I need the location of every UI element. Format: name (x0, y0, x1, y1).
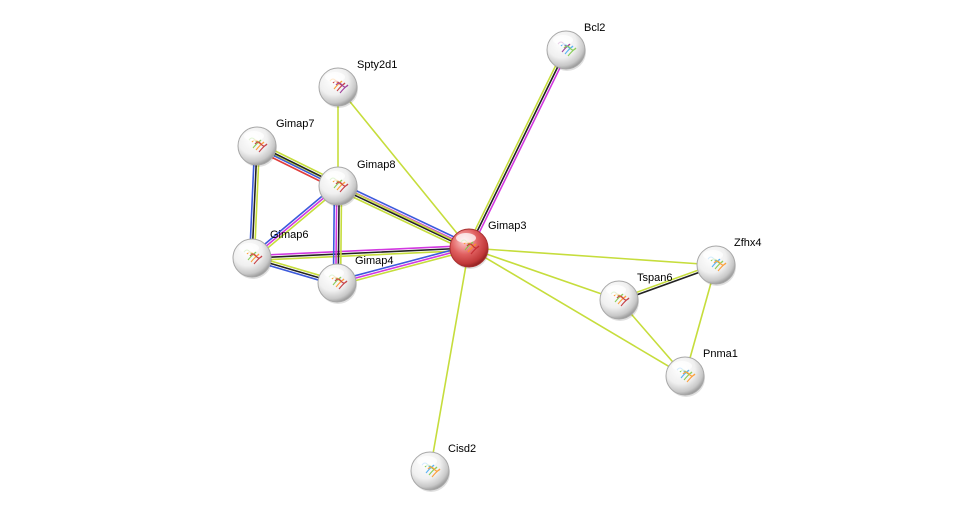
node-highlight (417, 456, 437, 466)
evidence-line-textmining (466, 48, 565, 248)
node-cisd2[interactable]: Cisd2 (410, 443, 476, 492)
node-highlight (325, 171, 345, 181)
evidence-line-experimental (470, 50, 569, 250)
node-label-gimap8: Gimap8 (357, 159, 396, 171)
evidence-line-coexpression (336, 186, 470, 250)
evidence-line-textmining (468, 247, 620, 301)
node-label-pnma1: Pnma1 (703, 348, 738, 360)
node-highlight (606, 285, 626, 295)
evidence-line-coexpression (468, 49, 567, 249)
edge-gimap3-cisd2[interactable] (429, 247, 470, 472)
nodes-layer: Gimap3 Bcl2Spty2d1Gimap7Gimap8Gimap6Gimap… (232, 22, 762, 492)
edge-gimap3-bcl2[interactable] (466, 48, 569, 250)
edge-gimap3-tspan6[interactable] (468, 247, 620, 301)
evidence-line-database (338, 181, 472, 246)
node-pnma1[interactable]: Pnma1 (665, 348, 738, 397)
node-label-spty2d1: Spty2d1 (357, 59, 397, 71)
edge-gimap3-gimap4[interactable] (335, 244, 471, 287)
node-label-tspan6: Tspan6 (637, 272, 672, 284)
node-highlight (239, 243, 259, 253)
evidence-line-textmining (337, 86, 470, 249)
evidence-line-textmining (335, 188, 469, 253)
node-label-gimap3: Gimap3 (488, 220, 527, 232)
node-spty2d1[interactable]: Spty2d1 (318, 59, 397, 108)
evidence-line-textmining (251, 249, 470, 262)
node-label-gimap6: Gimap6 (270, 229, 309, 241)
node-highlight (325, 72, 345, 82)
evidence-line-database (335, 244, 470, 282)
node-gimap6[interactable]: Gimap6 (232, 229, 309, 279)
node-highlight (672, 361, 692, 371)
edge-gimap3-zfhx4[interactable] (468, 247, 717, 266)
evidence-line-textmining (336, 249, 471, 287)
edge-gimap3-spty2d1[interactable] (337, 86, 470, 249)
evidence-line-experimental (251, 244, 470, 257)
evidence-line-textmining (468, 247, 686, 377)
node-label-gimap7: Gimap7 (276, 118, 315, 130)
node-bcl2[interactable]: Bcl2 (546, 22, 605, 71)
node-highlight (456, 233, 476, 243)
node-gimap4[interactable]: Gimap4 (317, 255, 394, 304)
node-label-cisd2: Cisd2 (448, 443, 476, 455)
evidence-line-coexpression (251, 247, 470, 259)
evidence-line-textmining (429, 247, 470, 472)
node-label-bcl2: Bcl2 (584, 22, 605, 34)
node-highlight (324, 268, 344, 278)
node-highlight (703, 250, 723, 260)
node-highlight (553, 35, 573, 45)
edge-gimap3-pnma1[interactable] (468, 247, 686, 377)
node-highlight (244, 131, 264, 141)
node-tspan6[interactable]: Tspan6 (599, 272, 672, 321)
node-gimap3[interactable]: Gimap3 (449, 220, 527, 269)
edge-gimap3-gimap6[interactable] (251, 244, 470, 262)
evidence-line-textmining (468, 247, 717, 266)
node-label-zfhx4: Zfhx4 (734, 237, 762, 249)
node-zfhx4[interactable]: Zfhx4 (696, 237, 762, 286)
node-gimap8[interactable]: Gimap8 (318, 159, 396, 207)
node-gimap7[interactable]: Gimap7 (237, 118, 315, 167)
node-label-gimap4: Gimap4 (355, 255, 394, 267)
evidence-line-experimental (336, 247, 470, 284)
